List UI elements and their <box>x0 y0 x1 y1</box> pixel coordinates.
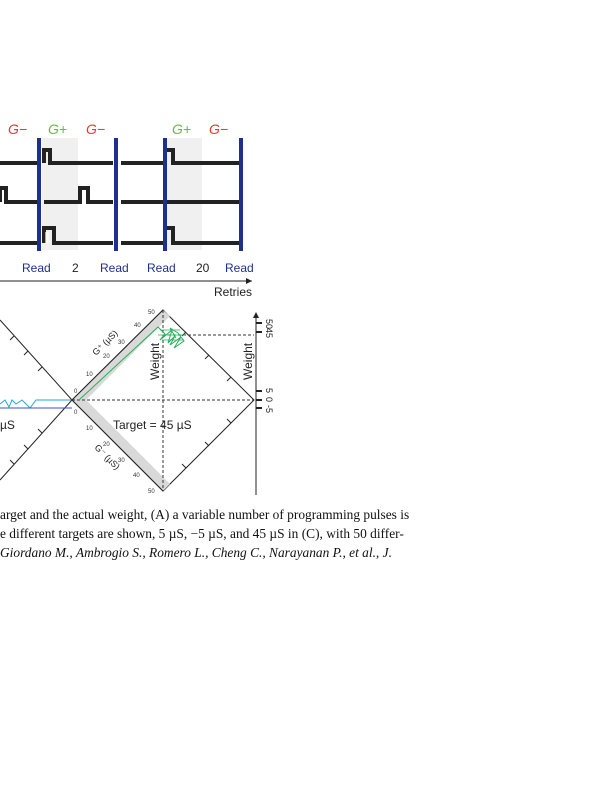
label-g-plus-2: G+ <box>172 121 191 137</box>
label-retry-20: 20 <box>196 261 210 275</box>
read-bar-1 <box>37 138 41 251</box>
label-read-3: Read <box>147 261 176 275</box>
figure-caption: arget and the actual weight, (A) a varia… <box>0 505 470 562</box>
caption-line-1: arget and the actual weight, (A) a varia… <box>0 507 410 522</box>
g-plus-tick-30: 30 <box>118 340 125 346</box>
pulse-trace-1 <box>0 148 240 165</box>
shade-region-2 <box>165 138 202 250</box>
weight-axis-label: Weight <box>241 342 255 380</box>
g-plus-tick-20: 20 <box>103 354 110 360</box>
g-plus-tick-50: 50 <box>148 310 155 316</box>
g-plus-tick-10: 10 <box>86 372 93 378</box>
label-g-minus-2: G− <box>86 121 105 137</box>
pulse-panel: G− G+ G− G+ G− Read 2 Read Read 20 Read … <box>0 121 254 299</box>
caption-line-3: Giordano M., Ambrogio S., Romero L., Che… <box>0 545 392 560</box>
label-read-2: Read <box>100 261 129 275</box>
label-g-minus-3: G− <box>209 121 228 137</box>
left-trace <box>0 399 72 409</box>
weight-tick-0: 0 <box>264 397 274 402</box>
label-read-4: Read <box>225 261 254 275</box>
label-read-1: Read <box>22 261 51 275</box>
g-minus-tick-40: 40 <box>133 473 140 479</box>
figure-panels: G− G+ G− G+ G− Read 2 Read Read 20 Read … <box>0 121 274 495</box>
pulse-trace-2 <box>0 186 240 204</box>
retries-label: Retries <box>214 285 252 299</box>
weight-tick-50: 50 <box>264 319 274 329</box>
g-plus-tick-40: 40 <box>134 323 141 329</box>
label-g-plus-1: G+ <box>48 121 67 137</box>
g-plus-band <box>72 310 170 407</box>
target-label: Target = 45 µS <box>113 418 192 432</box>
label-g-minus-1: G− <box>8 121 27 137</box>
weight-tick-45: 45 <box>264 328 274 338</box>
origin-tick-bottom: 0 <box>74 410 78 416</box>
g-minus-tick-10: 10 <box>86 426 93 432</box>
g-minus-tick-20: 20 <box>103 442 110 448</box>
read-bar-2 <box>114 138 118 251</box>
pulse-trace-3 <box>0 226 240 245</box>
caption-line-2: e different targets are shown, 5 µS, −5 … <box>0 526 404 541</box>
label-retry-2: 2 <box>72 261 79 275</box>
left-unit-label: µS <box>0 418 15 432</box>
weight-tick-5: 5 <box>264 388 274 393</box>
weight-tick-neg5: -5 <box>264 405 274 413</box>
diamond-panel: µS 10 20 30 40 50 0 0 10 20 <box>0 309 274 495</box>
g-minus-tick-30: 30 <box>118 458 125 464</box>
read-bar-4 <box>239 138 243 251</box>
g-minus-band <box>72 393 170 491</box>
weight-label-inner: Weight <box>148 342 162 380</box>
g-minus-tick-50: 50 <box>148 489 155 495</box>
read-bar-3 <box>163 138 167 251</box>
origin-tick-top: 0 <box>74 389 78 395</box>
